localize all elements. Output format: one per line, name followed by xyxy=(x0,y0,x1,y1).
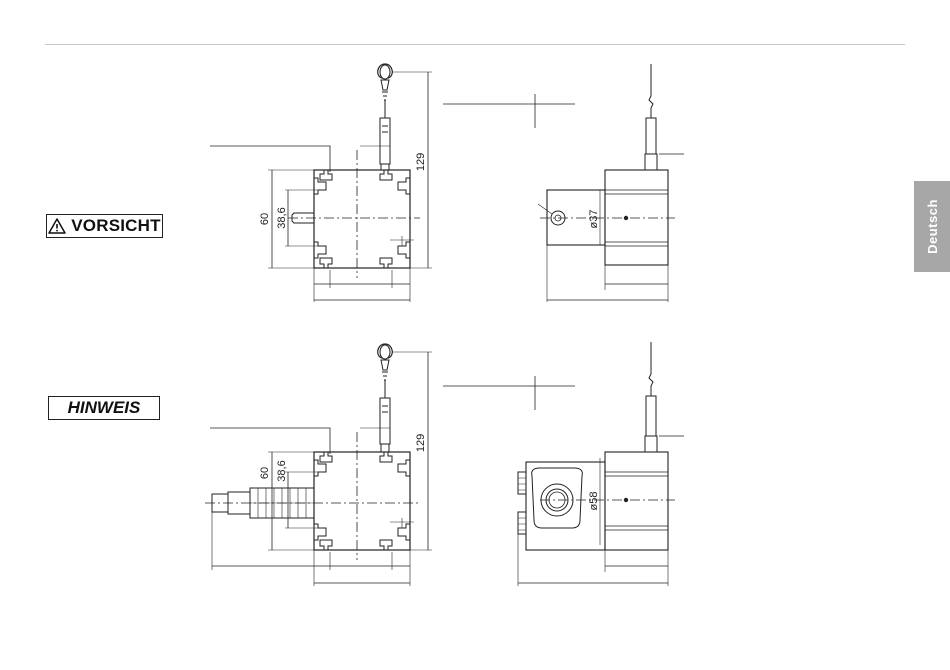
caution-text: VORSICHT xyxy=(71,216,160,236)
dim-lower-side-diameter: ø58 xyxy=(588,492,600,511)
dim-lower-front-height-inner: 38,6 xyxy=(276,460,288,481)
dim-upper-front-length: 129 xyxy=(415,153,427,171)
dim-upper-front-height-inner: 38,6 xyxy=(276,207,288,228)
language-tab[interactable]: Deutsch xyxy=(914,181,950,272)
notice-label: HINWEIS xyxy=(48,396,160,420)
dim-upper-front-height-outer: 60 xyxy=(259,213,271,225)
dim-lower-front-length: 129 xyxy=(415,434,427,452)
language-tab-label: Deutsch xyxy=(925,199,940,254)
dim-upper-side-diameter: ø37 xyxy=(588,210,600,229)
upper-side-view: ø37 xyxy=(443,64,684,302)
notice-text: HINWEIS xyxy=(68,398,141,418)
warning-triangle-icon xyxy=(48,218,66,234)
lower-side-view: ø58 xyxy=(443,342,684,586)
upper-front-view: 60 38,6 129 xyxy=(210,64,432,302)
dim-lower-front-height-outer: 60 xyxy=(259,467,271,479)
lower-front-view: 60 38,6 129 xyxy=(205,344,432,586)
caution-label: VORSICHT xyxy=(46,214,163,238)
